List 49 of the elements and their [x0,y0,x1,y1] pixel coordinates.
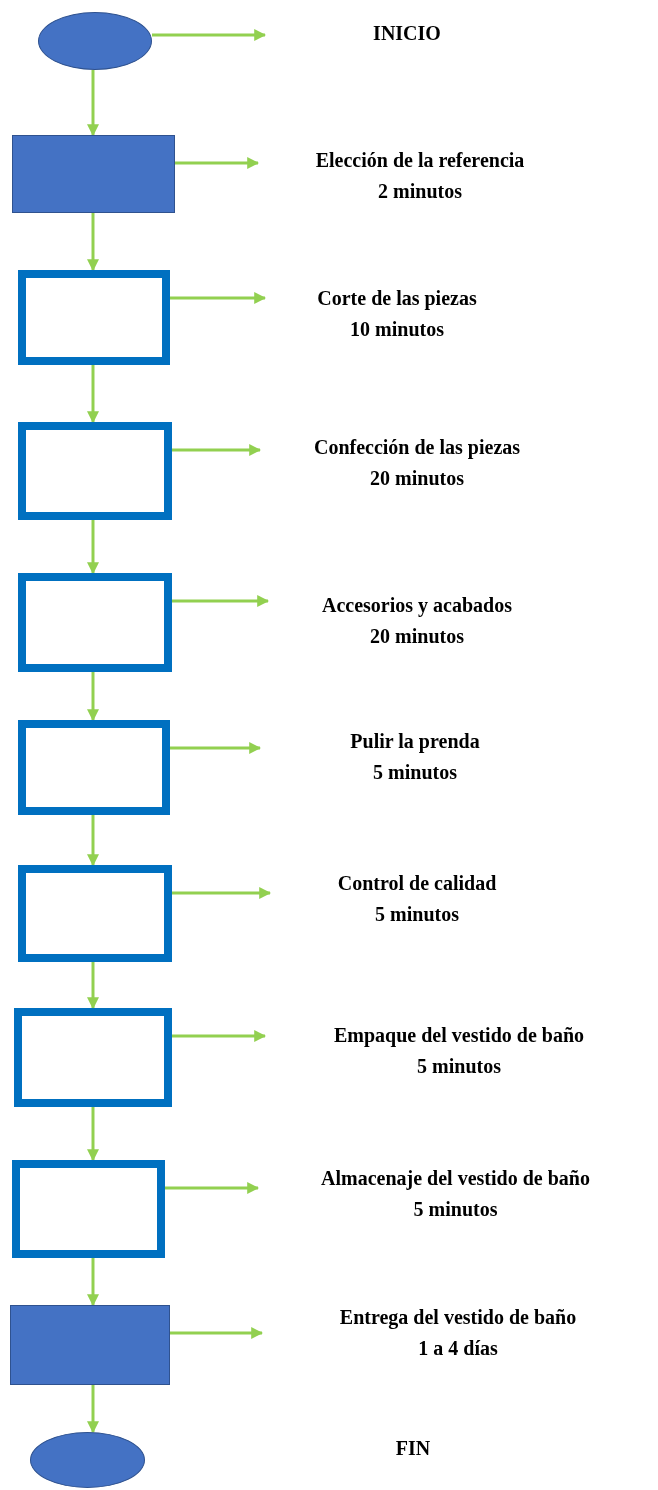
step-label: Pulir la prenda [349,729,481,755]
duration-label: 5 minutos [372,760,458,785]
step-label: Empaque del vestido de baño [332,1023,586,1049]
arrow [175,157,260,169]
process-box [18,270,170,365]
arrow [87,70,99,137]
duration-label: 5 minutos [374,902,460,927]
process-box [18,865,172,962]
duration-label: 20 minutos [369,466,465,491]
arrow [170,1327,264,1339]
arrow [87,1385,99,1434]
process-box [18,573,172,672]
step-label: Confección de las piezas [312,435,522,461]
process-box [18,720,170,815]
arrow [87,1258,99,1307]
step-label: Elección de la referencia [314,148,526,173]
arrow [172,595,270,607]
step-label: Almacenaje del vestido de baño [320,1166,591,1192]
arrow [87,962,99,1010]
arrow [152,29,267,41]
process-box [12,135,175,213]
arrow [87,520,99,575]
step-label: Entrega del vestido de baño [338,1305,578,1331]
arrow [172,444,262,456]
arrow [87,365,99,424]
step-label: FIN [394,1436,432,1461]
duration-label: 2 minutos [377,179,463,204]
arrow [87,213,99,272]
duration-label: 10 minutos [349,317,445,342]
arrow [87,815,99,867]
arrow [170,292,267,304]
duration-label: 5 minutos [412,1197,499,1222]
step-label: Accesorios y acabados [321,593,513,619]
process-box [12,1160,165,1258]
duration-label: 1 a 4 días [417,1336,499,1361]
duration-label: 5 minutos [416,1054,502,1079]
arrow [170,742,262,754]
step-label: Corte de las piezas [316,286,478,312]
arrow [87,672,99,722]
step-label: Control de calidad [336,871,498,896]
process-box [10,1305,170,1385]
duration-label: 20 minutos [369,624,465,649]
arrow [165,1182,260,1194]
arrow [172,1030,267,1042]
process-box [14,1008,172,1107]
arrow [172,887,272,899]
process-box [18,422,172,520]
arrow [87,1107,99,1162]
step-label: INICIO [372,21,442,46]
